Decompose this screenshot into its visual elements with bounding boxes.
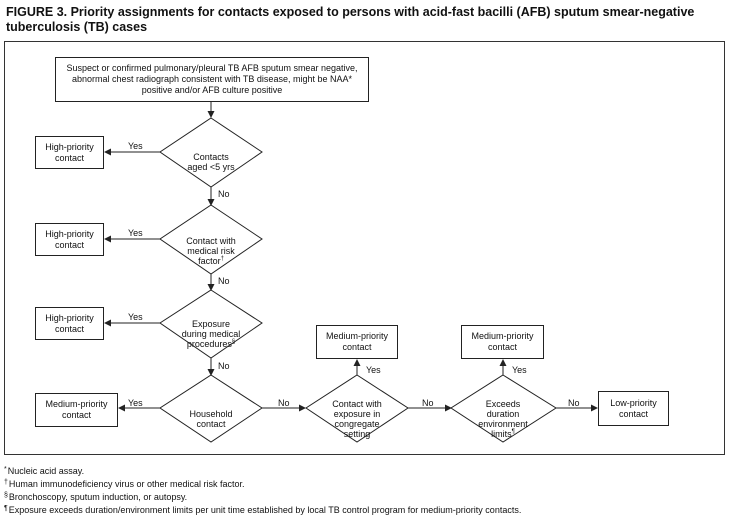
footnote-bronchoscopy-text: Bronchoscopy, sputum induction, or autop… <box>8 492 188 502</box>
label-congregate-no: No <box>422 398 434 408</box>
decision-risk-text: Contact with medical risk factor† <box>166 226 256 266</box>
footnote-hiv: †Human immunodeficiency virus or other m… <box>4 479 245 490</box>
footnote-bronchoscopy-mark: § <box>4 492 8 499</box>
footnote-naa-mark: * <box>4 466 7 473</box>
label-limits-yes: Yes <box>512 365 527 375</box>
footnote-hiv-mark: † <box>4 479 8 486</box>
decision-congregate-text: Contact with exposure in congregate sett… <box>312 389 402 439</box>
diagram-frame <box>4 41 725 455</box>
decision-procedure-label: Exposure during medical procedures <box>181 319 241 349</box>
outcome-medium-priority-limits-text: Medium-priority contact <box>471 331 534 352</box>
label-age-no: No <box>218 189 230 199</box>
outcome-high-priority-3-text: High-priority contact <box>45 312 94 334</box>
footnote-limits: ¶Exposure exceeds duration/environment l… <box>4 505 521 516</box>
footnote-limits-mark: ¶ <box>4 505 8 512</box>
decision-risk-footnote-mark: † <box>220 256 224 262</box>
label-household-no: No <box>278 398 290 408</box>
decision-household-text: Household contact <box>171 399 251 429</box>
outcome-high-priority-2: High-priority contact <box>35 223 104 256</box>
label-risk-no: No <box>218 276 230 286</box>
label-procedure-no: No <box>218 361 230 371</box>
label-congregate-yes: Yes <box>366 365 381 375</box>
decision-procedure-footnote-mark: § <box>231 339 236 345</box>
decision-congregate-label: Contact with exposure in congregate sett… <box>332 399 382 439</box>
decision-age-text: Contacts aged <5 yrs <box>171 142 251 172</box>
start-box-text: Suspect or confirmed pulmonary/pleural T… <box>66 63 358 95</box>
outcome-low-priority: Low-priority contact <box>598 391 669 426</box>
outcome-high-priority-3: High-priority contact <box>35 307 104 340</box>
decision-limits-label: Exceeds duration environment limits <box>478 399 528 439</box>
footnote-limits-text: Exposure exceeds duration/environment li… <box>8 505 522 515</box>
start-box: Suspect or confirmed pulmonary/pleural T… <box>55 57 369 102</box>
decision-age-label: Contacts aged <5 yrs <box>187 152 235 172</box>
outcome-high-priority-1: High-priority contact <box>35 136 104 169</box>
outcome-medium-priority-congregate-text: Medium-priority contact <box>325 331 388 352</box>
figure-title: FIGURE 3. Priority assignments for conta… <box>6 5 695 34</box>
footnote-naa: *Nucleic acid assay. <box>4 466 84 477</box>
label-household-yes: Yes <box>128 398 143 408</box>
label-risk-yes: Yes <box>128 228 143 238</box>
decision-risk-diamond <box>159 204 263 275</box>
outcome-high-priority-2-text: High-priority contact <box>45 228 94 250</box>
decision-age-diamond <box>159 117 263 188</box>
decision-household-diamond <box>159 374 263 443</box>
outcome-medium-priority-household: Medium-priority contact <box>35 393 118 427</box>
label-procedure-yes: Yes <box>128 312 143 322</box>
decision-limits-footnote-mark: ¶ <box>511 429 515 435</box>
decision-household-label: Household contact <box>189 409 233 429</box>
decision-risk-label: Contact with medical risk factor <box>186 236 236 266</box>
footnote-hiv-text: Human immunodeficiency virus or other me… <box>8 479 245 489</box>
decision-limits-text: Exceeds duration environment limits¶ <box>458 389 548 439</box>
outcome-high-priority-1-text: High-priority contact <box>45 141 94 163</box>
decision-procedure-text: Exposure during medical procedures§ <box>166 309 256 349</box>
footnote-bronchoscopy: §Bronchoscopy, sputum induction, or auto… <box>4 492 187 503</box>
outcome-medium-priority-limits: Medium-priority contact <box>461 325 544 359</box>
label-age-yes: Yes <box>128 141 143 151</box>
decision-procedure-diamond <box>159 289 263 359</box>
footnote-naa-text: Nucleic acid assay. <box>7 466 85 476</box>
decision-congregate-diamond <box>305 374 409 443</box>
outcome-medium-priority-congregate: Medium-priority contact <box>316 325 398 359</box>
outcome-low-priority-text: Low-priority contact <box>610 397 657 419</box>
outcome-medium-priority-household-text: Medium-priority contact <box>45 399 108 420</box>
decision-limits-diamond <box>450 374 557 443</box>
label-limits-no: No <box>568 398 580 408</box>
